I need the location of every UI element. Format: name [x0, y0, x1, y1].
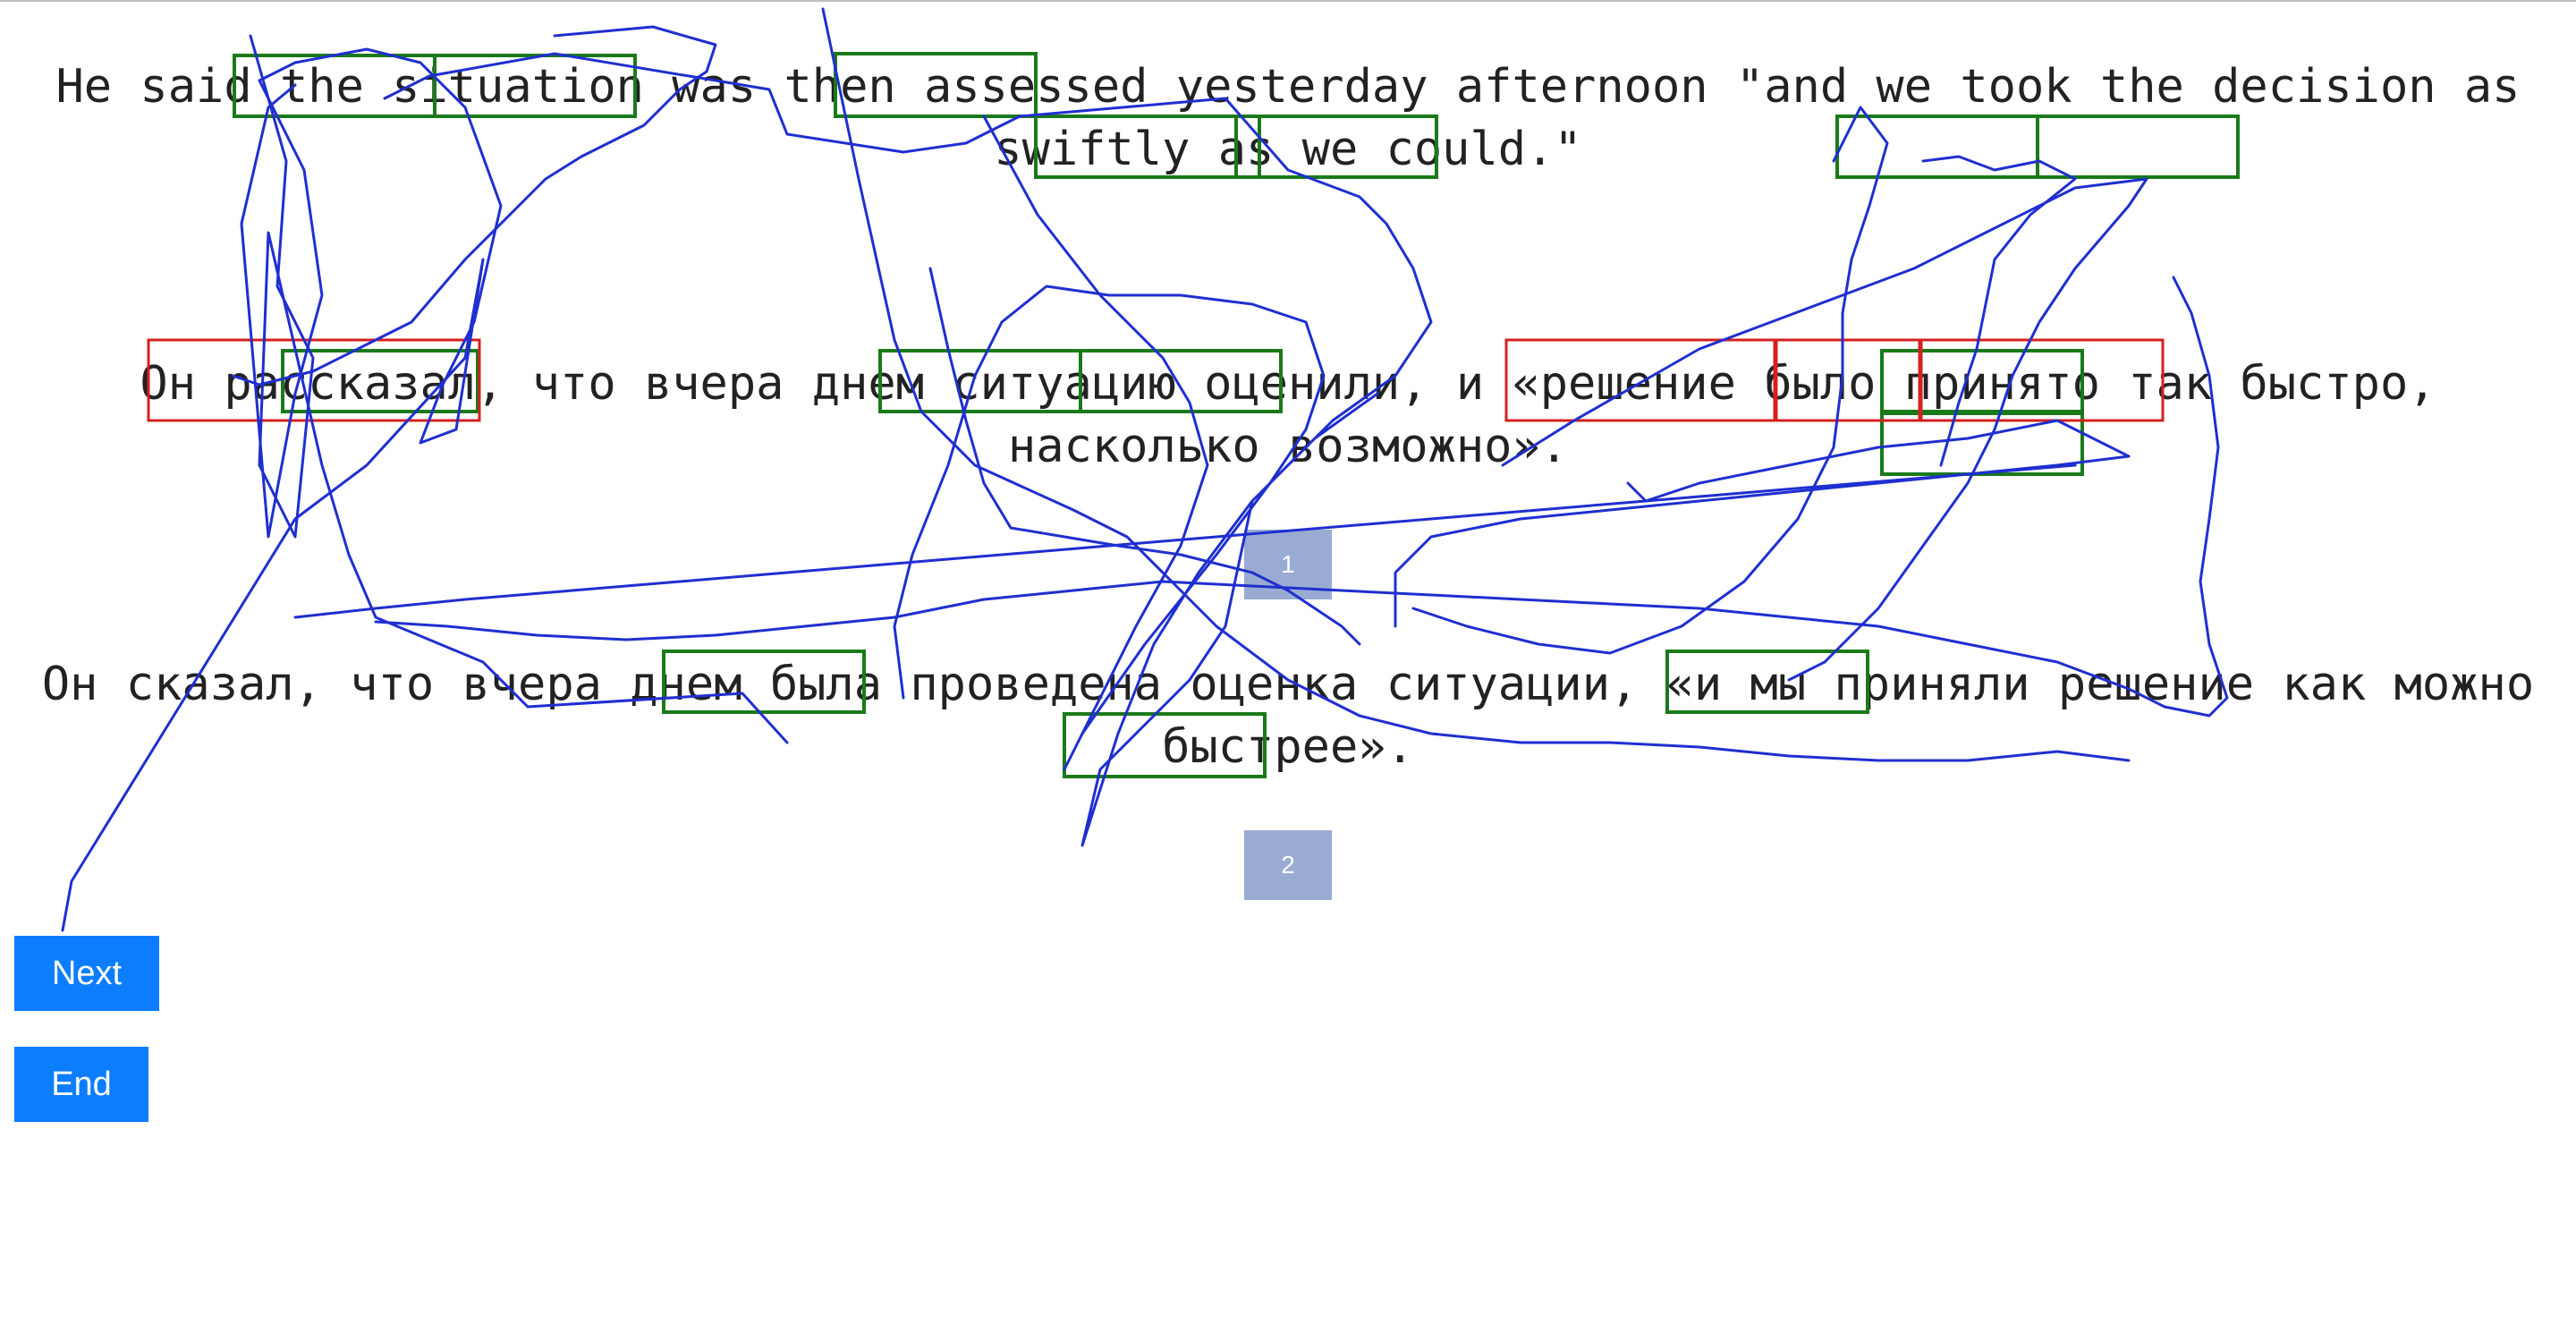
top-border [0, 0, 2576, 2]
translation-1-badge[interactable]: 1 [1244, 530, 1332, 599]
translation-sentence-1: Он рассказал, что вчера днем ситуацию оц… [140, 357, 2436, 473]
gaze-path [374, 276, 2229, 718]
next-button[interactable]: Next [14, 936, 159, 1011]
translation-2-badge[interactable]: 2 [1244, 830, 1332, 900]
gaze-path [293, 463, 2077, 619]
source-sentence: He said the situation was then assessed … [55, 60, 2521, 176]
end-button[interactable]: End [14, 1047, 148, 1122]
translation-sentence-2: Он сказал, что вчера днем была проведена… [41, 658, 2535, 774]
gaze-path [61, 47, 503, 932]
